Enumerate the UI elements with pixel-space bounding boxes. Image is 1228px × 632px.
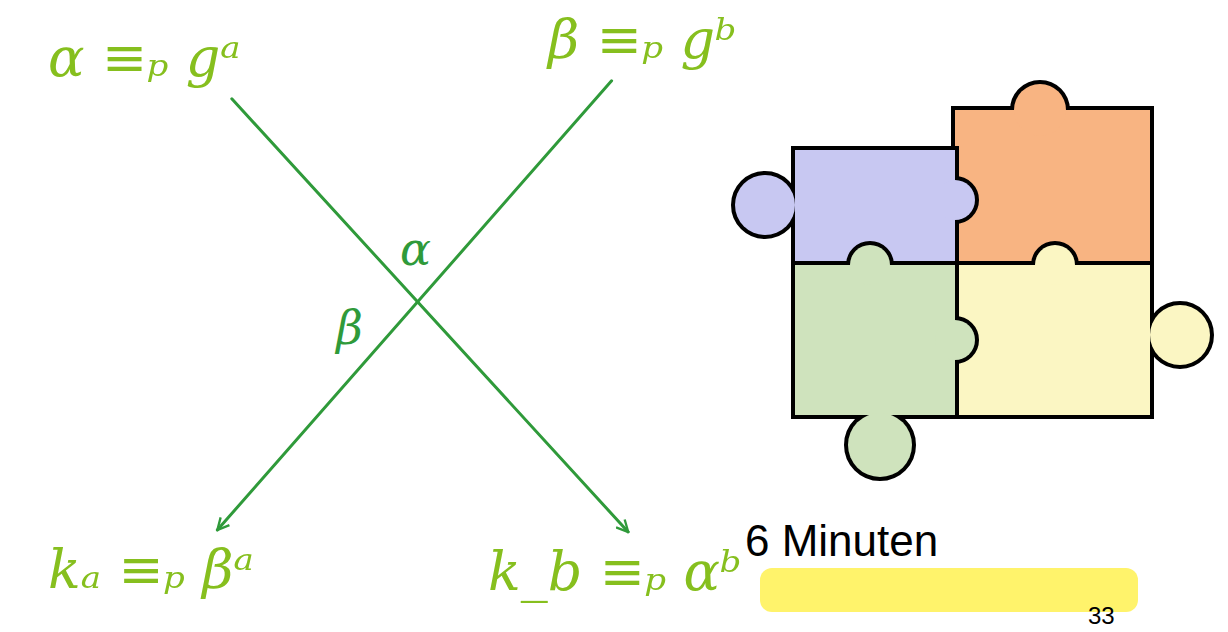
arrow-line [232,99,628,532]
arrow-line [217,81,611,530]
formula-text: β ≡ₚ gᵇ [548,8,737,73]
time-note: 6 Minuten [745,516,938,566]
formula-text: kₐ ≡ₚ βᵃ [48,538,254,603]
puzzle-piece [955,84,1150,265]
highlight-bar [760,568,1138,612]
formula-text: α ≡ₚ gᵃ [48,26,240,91]
edge-label: β [332,303,367,354]
formula-node: β ≡ₚ gᵇ [540,0,745,81]
formula-node: kₐ ≡ₚ βᵃ [40,530,262,611]
formula-node: k_b ≡ₚ αᵇ [480,532,750,613]
formula-text: k_b ≡ₚ αᵇ [488,540,742,605]
puzzle-piece [955,245,1210,415]
puzzle-piece [795,245,975,477]
page-number: 33 [1088,602,1115,630]
formula-node: α ≡ₚ gᵃ [40,18,248,99]
edge-label: α [396,224,435,275]
